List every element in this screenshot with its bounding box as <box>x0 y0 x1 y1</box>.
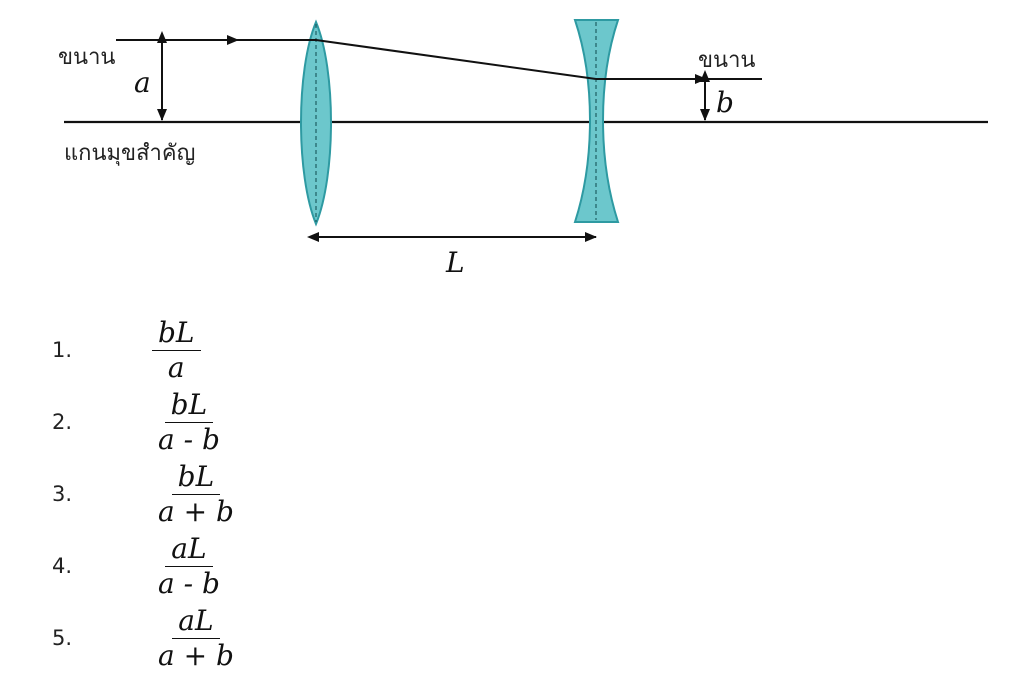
choice-2[interactable]: 2. bL a - b <box>0 390 420 455</box>
optics-diagram: ขนาน a แกนมุขสำคัญ ขนาน b L <box>58 19 988 279</box>
label-principal-axis: แกนมุขสำคัญ <box>64 141 195 166</box>
fraction-denominator: a - b <box>158 567 220 600</box>
fraction-numerator: bL <box>152 318 201 351</box>
label-L: L <box>445 246 465 279</box>
fraction-denominator: a + b <box>158 495 234 528</box>
fraction-denominator: a <box>167 351 185 384</box>
converging-ray <box>315 39 597 80</box>
fraction: bL a + b <box>152 462 240 527</box>
fraction-numerator: aL <box>165 534 213 567</box>
fraction: bL a <box>152 318 201 383</box>
choice-number: 2. <box>52 410 73 434</box>
fraction-denominator: a - b <box>158 423 220 456</box>
label-a: a <box>134 66 151 99</box>
fraction: aL a - b <box>152 534 226 599</box>
fraction-numerator: aL <box>172 606 220 639</box>
choice-number: 1. <box>52 338 73 362</box>
choice-number: 3. <box>52 482 73 506</box>
fraction: aL a + b <box>152 606 240 671</box>
choice-1[interactable]: 1. bL a <box>0 318 420 383</box>
label-parallel-out: ขนาน <box>698 48 755 73</box>
fraction: bL a - b <box>152 390 226 455</box>
label-parallel-in: ขนาน <box>58 45 115 70</box>
choice-5[interactable]: 5. aL a + b <box>0 606 420 671</box>
fraction-denominator: a + b <box>158 639 234 672</box>
fraction-numerator: bL <box>171 462 221 495</box>
label-b: b <box>716 86 734 119</box>
fraction-numerator: bL <box>164 390 214 423</box>
choice-number: 5. <box>52 626 73 650</box>
choice-3[interactable]: 3. bL a + b <box>0 462 420 527</box>
choice-4[interactable]: 4. aL a - b <box>0 534 420 599</box>
choice-number: 4. <box>52 554 73 578</box>
